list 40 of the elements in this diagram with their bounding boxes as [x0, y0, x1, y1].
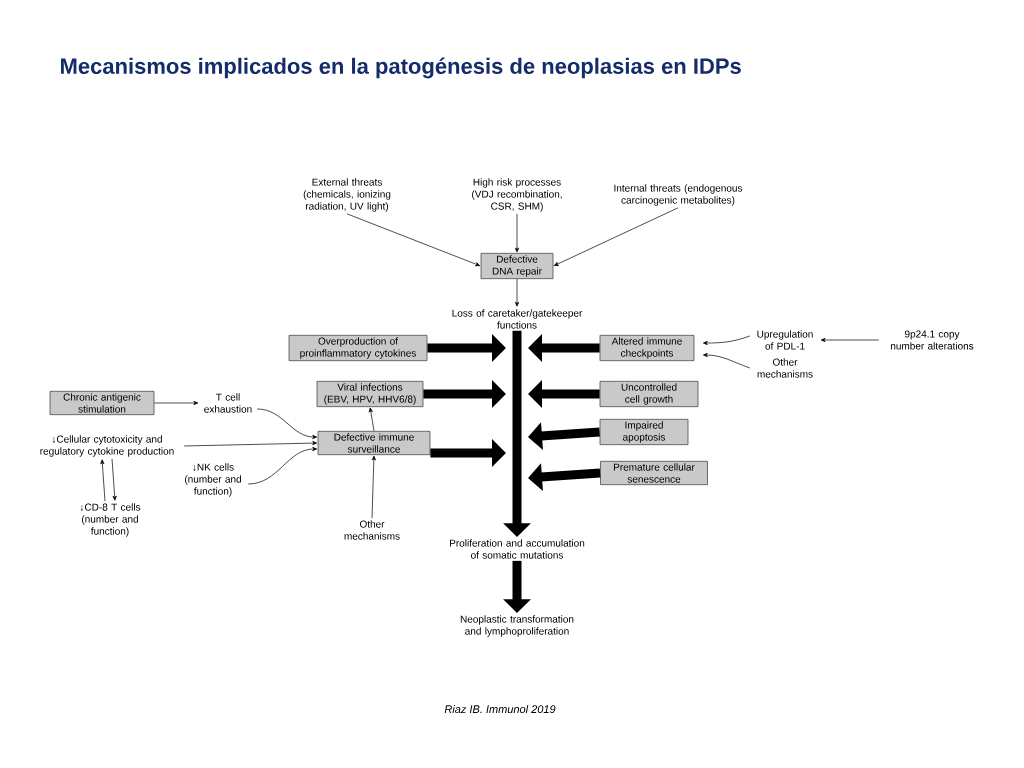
arrow — [154, 400, 199, 406]
process-box: Defective immune surveillance — [317, 430, 431, 456]
arrow — [100, 459, 106, 502]
text-label: T cell exhaustion — [204, 393, 252, 413]
text-label: Other mechanisms — [344, 520, 400, 540]
process-box: Viral infections (EBV, HPV, HHV6/8) — [316, 380, 424, 408]
text-label: Other mechanisms — [757, 358, 813, 378]
arrow — [553, 207, 679, 266]
arrow — [702, 335, 751, 346]
caption: Riaz IB. Immunol 2019 — [444, 704, 556, 714]
text-label: Proliferation and accumulation of somatic mutations — [450, 539, 585, 559]
process-box: Premature cellular senescence — [600, 460, 708, 486]
text-label: Neoplastic transformation and lymphoproliferation — [460, 615, 574, 637]
process-box: Chronic antigenic stimulation — [49, 390, 155, 416]
text-label: 9p24.1 copy number alterations — [891, 330, 974, 350]
process-box: Uncontrolled cell growth — [599, 380, 699, 408]
title: Mecanismos implicados en la patogénesis de neoplasias en IDPs — [61, 57, 741, 79]
text-label: ↓Cellular cytotoxicity and regulatory cytokine production — [40, 435, 174, 457]
process-box: Overproduction of proinflammatory cytokines — [288, 334, 428, 362]
text-label: External threats (chemicals, ionizing radiation, UV light) — [303, 178, 391, 212]
arrow — [514, 213, 520, 253]
arrow — [702, 352, 751, 369]
arrow — [183, 441, 318, 447]
arrow — [247, 446, 318, 485]
text-label: Internal threats (endogenous carcinogenic metabolites) — [614, 184, 743, 206]
text-label: Loss of caretaker/gatekeeper functions — [452, 309, 583, 329]
text-label: Upregulation of PDL-1 — [757, 330, 813, 350]
arrow — [368, 407, 375, 432]
process-box: Impaired apoptosis — [599, 418, 689, 446]
arrow — [346, 213, 481, 267]
process-box: Defective DNA repair — [480, 252, 554, 280]
process-box: Altered immune checkpoints — [599, 334, 695, 362]
arrow — [820, 337, 880, 343]
text-label: ↓CD-8 T cells (number and function) — [80, 503, 141, 537]
text-label: ↓NK cells (number and function) — [185, 463, 241, 497]
text-label: High risk processes (VDJ recombination, CSR, SHM) — [472, 178, 562, 212]
arrow — [371, 455, 376, 519]
arrow — [111, 458, 117, 501]
arrow — [514, 278, 520, 307]
arrow — [256, 408, 318, 440]
